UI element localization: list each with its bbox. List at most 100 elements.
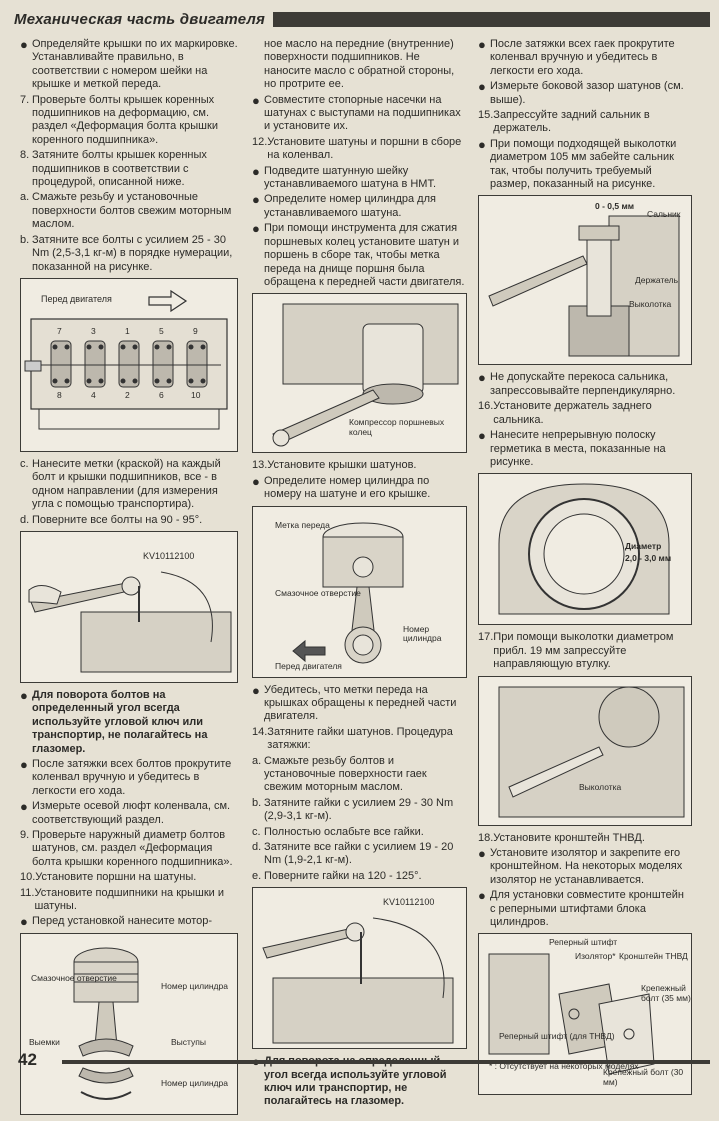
paragraph-marker: 16. [478,400,494,413]
paragraph-text: Не допускайте перекоса сальника, запресс… [490,371,676,397]
paragraph-text: Определяйте крышки по их маркировке. Уст… [32,38,238,91]
piston-install-drawing [272,303,459,447]
text-paragraph: 18.Установите кронштейн ТНВД. [478,832,692,845]
fig3-cyl-num-label-top: Номер цилиндра [161,980,228,991]
paragraph-marker: ● [478,136,486,152]
fig1-num-top-1: 7 [57,325,62,336]
text-paragraph: ●Совместите стопорные насечки на шатунах… [252,94,467,134]
fig1-num-top-5: 9 [193,325,198,336]
paragraph-text: Перед установкой нанесите мотор- [32,915,213,928]
paragraph-text: Затяните все гайки с усилием 19 - 20 Nm … [264,841,454,867]
paragraph-marker [252,38,264,92]
figure-sealant-bead: Диаметр 2,0 - 3,0 мм [478,473,692,626]
paragraph-marker: ● [20,687,28,703]
paragraph-list: ное масло на передние (внутренние) повер… [252,38,467,289]
fig1-num-top-4: 5 [159,325,164,336]
paragraph-marker: 13. [252,459,268,472]
fig5-front-mark-label: Метка переда [275,519,330,530]
paragraph-marker: 12. [252,135,268,148]
paragraph-text: Проверьте болты крышек коренных подшипни… [32,93,218,146]
paragraph-list: ● После затяжки всех гаек прокрутите коле… [478,38,692,191]
paragraph-text: Смажьте резьбу и установочные поверхност… [32,191,232,231]
pilot-bushing-drawing [498,686,685,818]
paragraph-marker: ● [252,92,260,108]
text-paragraph: 12.Установите шатуны и поршни в сборе на… [252,136,467,163]
text-paragraph: 16.Установите держатель заднего сальника… [478,400,692,427]
page-header: Механическая часть двигателя [14,8,710,30]
pump-bracket-drawing [488,953,655,1075]
paragraph-marker: ● [478,888,486,904]
paragraph-text: Установите подшипники на крышки и шатуны… [34,886,225,913]
figure-connecting-rod-bearings: Смазочное отверстие Номер цилиндра Выемк… [20,932,238,1115]
text-paragraph: d.Затяните все гайки с усилием 19 - 20 N… [252,841,467,868]
text-paragraph: 17.При помощи выколотки диаметром прибл.… [478,631,692,671]
text-paragraph: ●При помощи инструмента для сжатия поршн… [252,222,467,289]
fig5-front-engine-label: Перед двигателя [275,660,342,671]
text-paragraph: 15.Запрессуйте задний сальник в держател… [478,109,692,136]
figure-piston-marks: Метка переда Смазочное отверстие Номер ц… [252,505,467,678]
paragraph-marker: d. [252,841,262,853]
text-paragraph: 14.Затяните гайки шатунов. Процедура зат… [252,726,467,753]
paragraph-marker: 15. [478,109,494,122]
paragraph-list: 17.При помощи выколотки диаметром прибл.… [478,631,692,671]
paragraph-text: Совместите стопорные насечки на шатунах … [264,93,461,133]
fig1-num-bottom-3: 2 [125,389,130,400]
paragraph-text: Установите поршни на шатуны. [35,871,197,884]
text-paragraph: ●Определите номер цилиндра для устанавли… [252,193,467,220]
fig4-compressor-label: Компрессор поршневых колец [349,417,445,437]
paragraph-marker: ● [478,845,486,861]
paragraph-marker: d. [20,513,30,526]
text-paragraph: c.Нанесите метки (краской) на каждый бол… [20,458,238,512]
oil-seal-press-drawing [488,215,680,357]
angle-wrench-drawing-1 [28,571,232,673]
figure-piston-ring-compressor: Компрессор поршневых колец [252,293,467,454]
paragraph-text: Измерьте боковой зазор шатунов (см. выше… [490,80,684,106]
fig7-drift-label: Выколотка [629,299,672,310]
paragraph-text: Подведите шатунную шейку устанавливаемог… [264,164,437,191]
fig2-tool-label: KV10112100 [143,550,195,561]
figure-pilot-bushing: Выколотка [478,675,692,826]
text-paragraph: d.Поверните все болты на 90 - 95°. [20,514,238,527]
paragraph-text: Для поворота болтов на определенный угол… [32,688,208,755]
paragraph-list: c.Нанесите метки (краской) на каждый бол… [20,458,238,527]
column-2: ное масло на передние (внутренние) повер… [252,38,467,1111]
paragraph-marker: a. [20,191,30,204]
paragraph-text: Нанесите непрерывную полоску герметика в… [490,429,666,468]
paragraph-list: ●Определяйте крышки по их маркировке. Ус… [20,38,238,274]
paragraph-text: После затяжки всех гаек прокрутите колен… [490,38,675,77]
paragraph-marker: b. [252,796,262,809]
fig7-seal-label: Сальник [647,209,681,220]
paragraph-list: 13.Установите крышки шатунов.●Определите… [252,459,467,501]
fig10-dowel-label: Реперный штифт [549,937,618,948]
fig10-bolt30-label: Крепежный болт (30 мм) [603,1067,684,1087]
fig3-oil-hole-label: Смазочное отверстие [31,972,117,983]
engine-block-bottom-drawing [24,289,228,430]
fig7-holder-label: Держатель [635,275,679,286]
text-paragraph: ●Перед установкой нанесите мотор- [20,915,238,928]
paragraph-text: Затяните гайки шатунов. Процедура затяжк… [267,725,453,752]
paragraph-text: Установите держатель заднего сальника. [493,400,652,426]
fig10-note-label: * : Отсутствует на некоторых моделях [489,1061,639,1072]
paragraph-text: Установите шатуны и поршни в сборе на ко… [267,135,462,162]
fig3-cyl-num-label-bottom: Номер цилиндра [161,1077,228,1088]
text-paragraph: 9.Проверьте наружный диаметр болтов шату… [20,829,238,869]
header-bar [273,11,710,27]
paragraph-marker: 18. [478,831,494,844]
paragraph-text: Измерьте осевой люфт коленвала, см. соот… [32,800,231,826]
figure-rear-oil-seal: 0 - 0,5 мм Сальник Держатель Выколотка [478,195,692,366]
piston-rod-assembly-drawing [292,522,404,664]
text-paragraph: e.Поверните гайки на 120 - 125°. [252,870,467,883]
seal-holder-drawing [498,483,670,615]
paragraph-text: При помощи выколотки диаметром прибл. 19… [493,631,674,671]
paragraph-marker: b. [20,233,30,246]
fig8-diameter-label: Диаметр [625,541,662,552]
text-paragraph: b.Затяните гайки с усилием 29 - 30 Nm (2… [252,797,467,824]
paragraph-list: ● Не допускайте перекоса сальника, запрес… [478,371,692,469]
angle-wrench-drawing-2 [262,917,454,1044]
paragraph-marker: ● [478,428,486,444]
paragraph-text: Проверьте наружный диаметр болтов шатуно… [32,829,233,868]
paragraph-marker: ● [20,799,28,815]
figure-angle-wrench-2: KV10112100 [252,887,467,1050]
fig3-notches-label: Выемки [29,1036,60,1047]
paragraph-text: Смажьте резьбу болтов и установочные пов… [264,754,427,794]
